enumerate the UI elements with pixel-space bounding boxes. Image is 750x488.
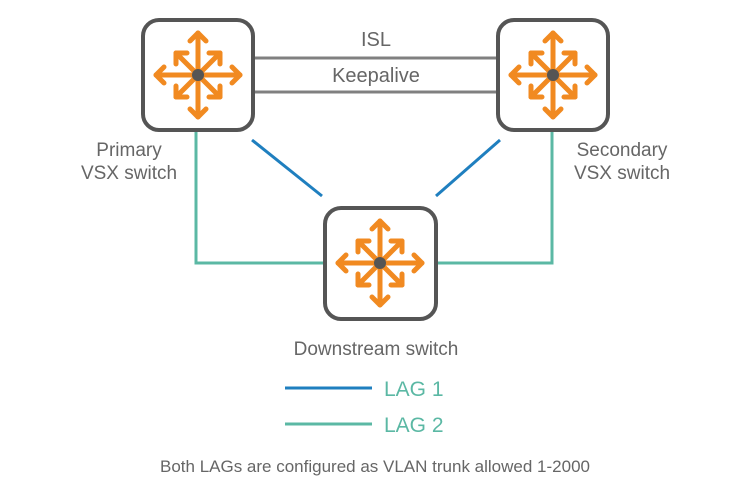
lag2-secondary-downstream-link	[436, 130, 554, 265]
configuration-note: Both LAGs are configured as VLAN trunk a…	[160, 457, 590, 476]
legend-lag2-label: LAG 2	[384, 414, 444, 437]
primary-switch-label-line1: Primary	[96, 140, 162, 161]
legend-lag1-label: LAG 1	[384, 378, 444, 401]
secondary-switch-label-line1: Secondary	[577, 140, 668, 161]
lag1-primary-downstream-link	[251, 138, 323, 198]
lag1-secondary-downstream-link	[435, 138, 501, 198]
legend: LAG 1 LAG 2	[285, 378, 444, 437]
downstream-switch-label: Downstream switch	[294, 339, 459, 360]
lag1-links	[251, 138, 501, 198]
downstream-switch	[323, 206, 438, 321]
secondary-switch-label-line2: VSX switch	[574, 163, 670, 184]
primary-vsx-switch	[141, 18, 255, 132]
lag2-links	[194, 130, 554, 265]
secondary-vsx-switch	[496, 18, 610, 132]
keepalive-label: Keepalive	[332, 65, 420, 87]
primary-switch-label-line2: VSX switch	[81, 163, 177, 184]
isl-label: ISL	[361, 29, 391, 51]
lag2-primary-downstream-link	[194, 130, 325, 265]
